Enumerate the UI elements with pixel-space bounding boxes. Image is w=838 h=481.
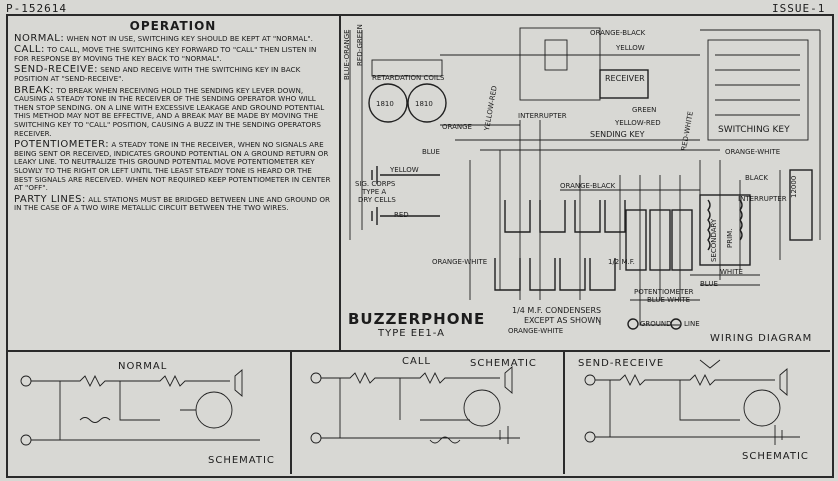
green-wire-label: GREEN (632, 106, 657, 114)
red-green-label: RED-GREEN (356, 24, 364, 66)
sig-corps-label: SIG. CORPS (355, 180, 396, 188)
yellow-wire-label: YELLOW (390, 166, 419, 174)
orange-white-wire-label: ORANGE-WHITE (725, 148, 781, 156)
operation-instructions: OPERATION NORMAL: WHEN NOT IN USE, SWITC… (14, 19, 332, 216)
condenser-note: 1/4 M.F. CONDENSERS (512, 306, 602, 315)
section-send-receive: SEND-RECEIVE: SEND AND RECEIVE WITH THE … (14, 64, 301, 83)
orange-black-top-label: ORANGE-BLACK (590, 29, 646, 37)
part-number: P-152614 (6, 2, 67, 15)
ohm-label: 12000 (790, 175, 798, 198)
blue-wire-lower-label: BLUE (700, 280, 718, 288)
secondary-label: SECONDARY (710, 218, 718, 262)
white-wire-label: WHITE (720, 268, 743, 276)
ground-label: GROUND (640, 320, 672, 328)
interrupter-assembly (519, 27, 601, 101)
outer-frame (6, 14, 834, 478)
yellow-top-label: YELLOW (616, 44, 645, 52)
line-terminal (670, 318, 682, 330)
potentiometer-drawing (625, 209, 693, 271)
call-schematic-drawing (310, 366, 520, 444)
orange-black-wire-label: ORANGE-BLACK (560, 182, 616, 190)
dry-cells-label: DRY CELLS (358, 196, 396, 204)
switching-key-drawing (707, 39, 809, 141)
normal-schematic-sub: SCHEMATIC (208, 455, 275, 466)
section-normal: NORMAL: WHEN NOT IN USE, SWITCHING KEY S… (14, 32, 313, 44)
wiring-type: TYPE EE1-A (378, 328, 445, 339)
send-receive-schematic-drawing (584, 359, 800, 445)
primary-label: PRIM. (726, 228, 734, 248)
interrupter-2-label: INTERRUPTER (738, 195, 787, 203)
call-schematic-title: CALL (402, 356, 431, 367)
call-schematic-sub: SCHEMATIC (470, 358, 537, 369)
line-label: LINE (684, 320, 700, 328)
dry-cells (371, 166, 440, 225)
red-wire-label: RED (394, 211, 409, 219)
orange-wire-label: ORANGE (442, 123, 472, 131)
orange-white-bottom-label: ORANGE-WHITE (508, 327, 564, 335)
blue-orange-label: BLUE-ORANGE (343, 29, 351, 80)
black-wire-label: BLACK (745, 174, 769, 182)
retardation-coils-label: RETARDATION COILS (372, 74, 445, 82)
normal-schematic-drawing (20, 369, 260, 446)
blue-wire-label: BLUE (422, 148, 440, 156)
section-break: BREAK: TO BREAK WHEN RECEIVING HOLD THE … (14, 84, 325, 138)
potentiometer-label: POTENTIOMETER (634, 288, 694, 296)
section-party-lines: PARTY LINES: ALL STATIONS MUST BE BRIDGE… (14, 193, 330, 213)
interrupter-label: INTERRUPTER (518, 112, 567, 120)
condenser-except-note: EXCEPT AS SHOWN (524, 316, 602, 325)
ground-terminal (627, 318, 639, 330)
section-call: CALL: TO CALL, MOVE THE SWITCHING KEY FO… (14, 44, 317, 63)
normal-schematic-title: NORMAL (118, 361, 168, 372)
induction-coil (699, 169, 813, 266)
schematic-divider-1 (290, 350, 292, 474)
issue-number: ISSUE-1 (772, 2, 826, 15)
section-potentiometer: POTENTIOMETER: A STEADY TONE IN THE RECE… (14, 139, 331, 193)
sending-key-label: SENDING KEY (590, 130, 645, 139)
coil-2-label: 1810 (415, 100, 433, 108)
send-receive-schematic-title: SEND-RECEIVE (578, 358, 665, 369)
schematic-divider (6, 350, 830, 352)
operation-title: OPERATION (129, 19, 217, 33)
blue-white-label: BLUE-WHITE (647, 296, 691, 304)
type-a-label: TYPE A (362, 188, 387, 196)
half-mf-label: 1/2 M.F. (608, 258, 635, 266)
send-receive-schematic-sub: SCHEMATIC (742, 451, 809, 462)
panel-divider (339, 14, 341, 352)
orange-white-left-label: ORANGE-WHITE (432, 258, 488, 266)
yellow-red-label: YELLOW-RED (615, 119, 661, 127)
receiver-label: RECEIVER (605, 74, 645, 83)
condenser-bank (494, 200, 626, 291)
wiring-title: BUZZERPHONE (348, 310, 486, 328)
schematic-divider-2 (563, 350, 565, 474)
wiring-diagram-label: WIRING DIAGRAM (710, 333, 813, 344)
retardation-coils-drawing (368, 59, 447, 123)
coil-1-label: 1810 (376, 100, 394, 108)
switching-key-label: SWITCHING KEY (718, 125, 790, 135)
